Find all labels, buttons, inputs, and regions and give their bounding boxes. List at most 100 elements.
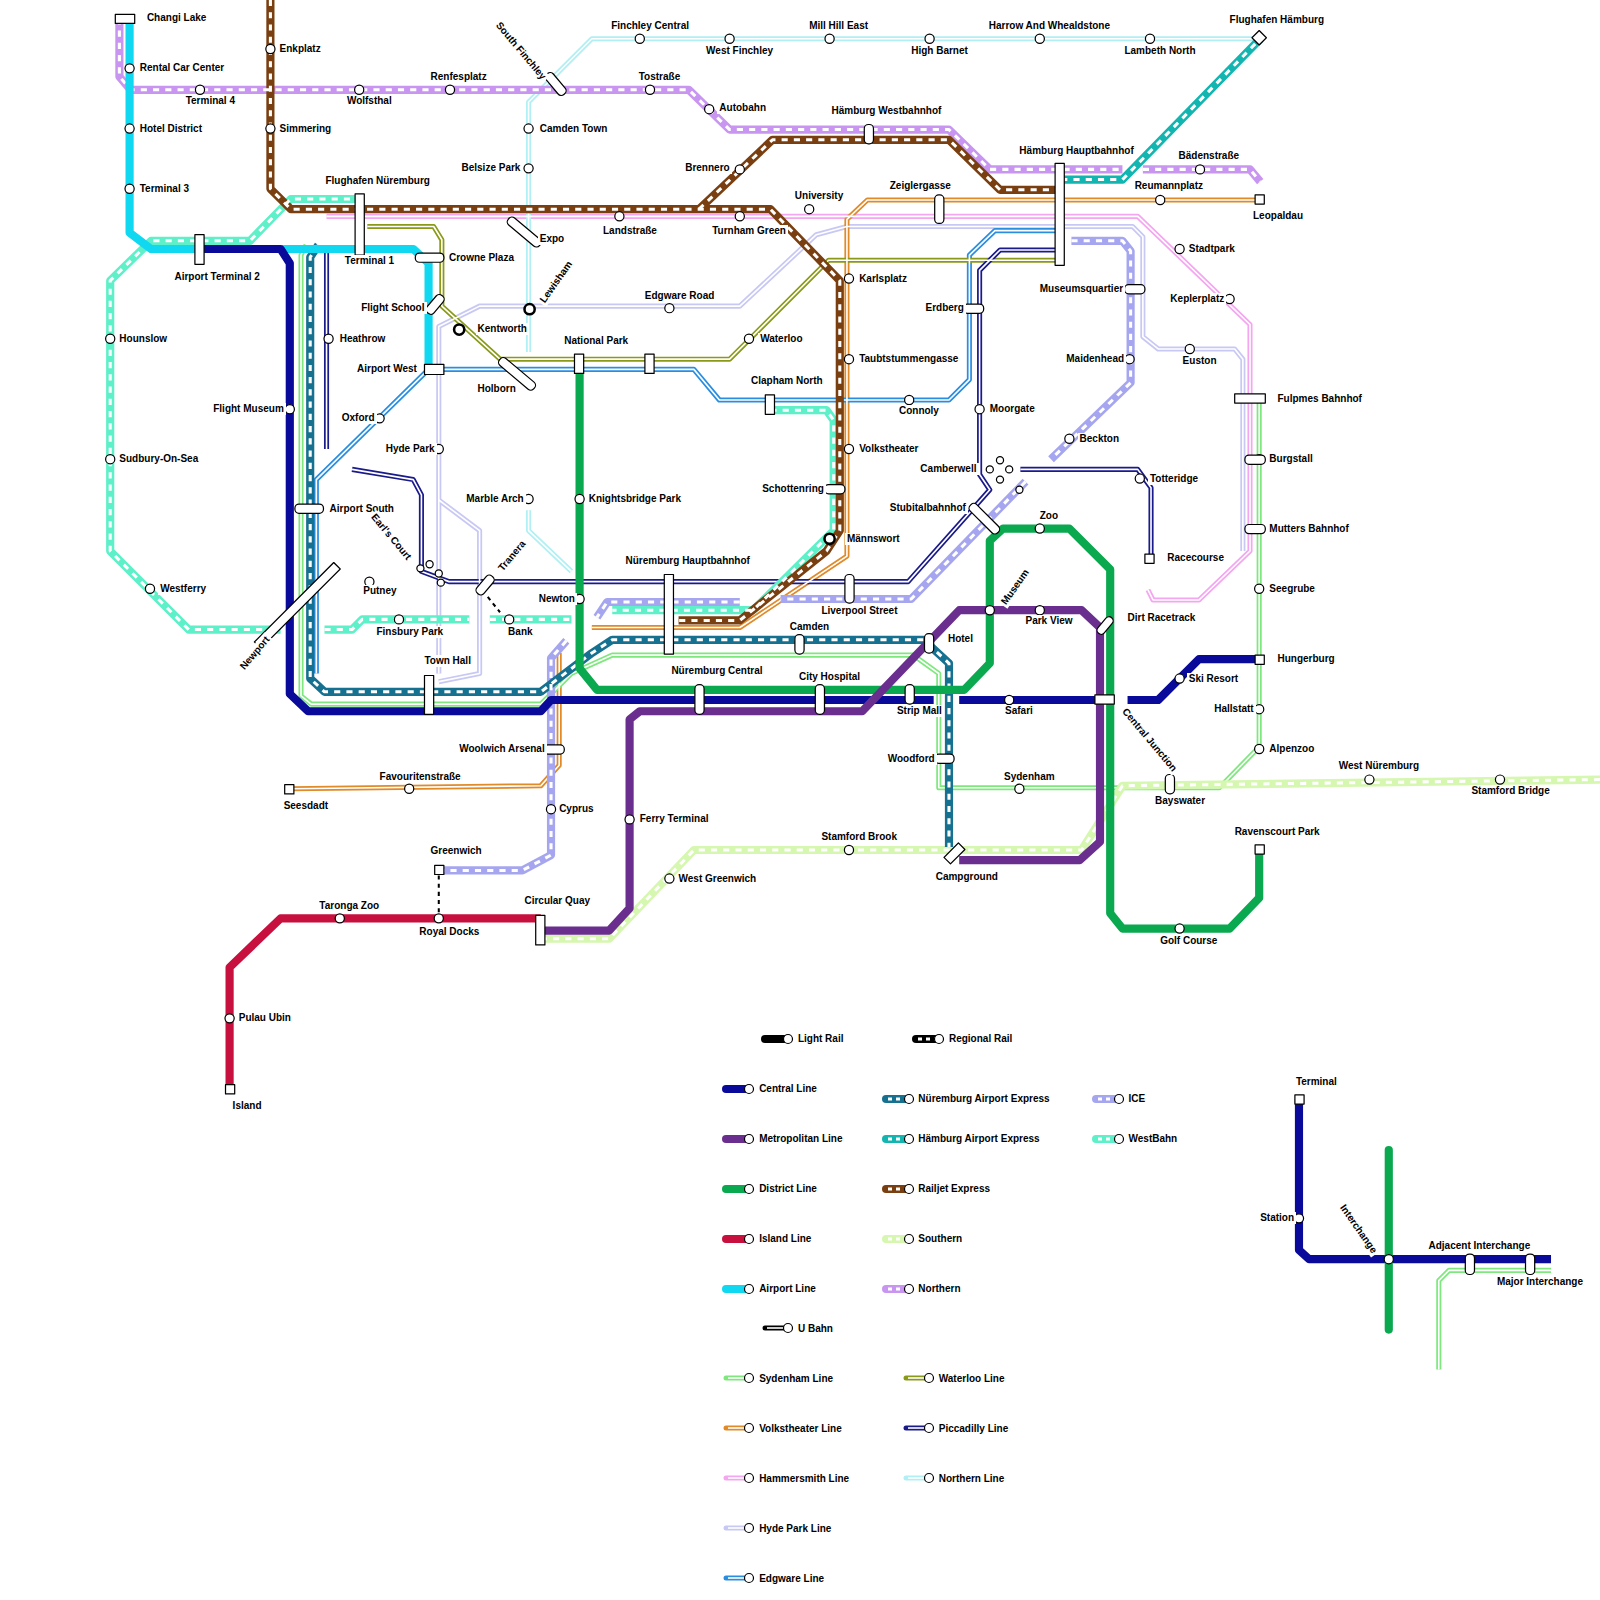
station-name: Airport West bbox=[355, 363, 419, 375]
double-line-core bbox=[352, 250, 1056, 582]
station-name: Alpenzoo bbox=[1267, 743, 1316, 755]
station-name: Knightsbridge Park bbox=[587, 493, 683, 505]
station-name: Männswort bbox=[845, 533, 902, 545]
station-name: Renfesplatz bbox=[429, 71, 489, 83]
swatch-core bbox=[918, 1037, 936, 1040]
metropolitan-line bbox=[541, 610, 1100, 930]
swatch-station bbox=[745, 1184, 754, 1193]
dash-overlay bbox=[1061, 39, 1260, 180]
station-name: Pulau Ubin bbox=[237, 1012, 293, 1024]
station-name: Heathrow bbox=[338, 333, 388, 345]
legend-label: Volkstheater Line bbox=[757, 1423, 844, 1435]
station-name: Hämburg Hauptbahnhof bbox=[1017, 145, 1135, 157]
swatch-station bbox=[784, 1324, 793, 1333]
station-name: Stadtpark bbox=[1187, 243, 1237, 255]
legend-label: Sydenham Line bbox=[757, 1373, 835, 1385]
station-name: Museumsquartier bbox=[1038, 283, 1125, 295]
station-name: Camden Town bbox=[538, 123, 610, 135]
legend-label: Waterloo Line bbox=[937, 1373, 1007, 1385]
station-name: Hotel bbox=[946, 633, 975, 645]
station-name: Terminal 4 bbox=[184, 95, 237, 107]
station-name: Finsbury Park bbox=[374, 626, 445, 638]
swatch-station bbox=[745, 1574, 754, 1583]
station-name: Major Interchange bbox=[1495, 1276, 1585, 1288]
swatch-station bbox=[745, 1374, 754, 1383]
legend-label: Island Line bbox=[757, 1233, 813, 1245]
station-name: Mill Hill East bbox=[807, 20, 870, 32]
station-name: Woodford bbox=[886, 753, 937, 765]
swatch-station bbox=[925, 1474, 934, 1483]
piccadilly-line bbox=[324, 245, 329, 449]
swatch-station bbox=[925, 1424, 934, 1433]
station-name: Maidenhead bbox=[1064, 353, 1126, 365]
swatch-core bbox=[908, 1478, 926, 1480]
station-name: Mutters Bahnhof bbox=[1267, 523, 1350, 535]
station-name: Leopaldau bbox=[1251, 210, 1305, 222]
station-name: Bädenstraße bbox=[1177, 150, 1242, 162]
swatch-station bbox=[745, 1084, 754, 1093]
station-name: Belsize Park bbox=[460, 162, 523, 174]
station-name: Keplerplatz bbox=[1168, 293, 1226, 305]
swatch-station bbox=[925, 1374, 934, 1383]
legend-swatch bbox=[882, 1181, 916, 1197]
station-name: Taronga Zoo bbox=[317, 900, 381, 912]
railjet-express bbox=[270, 0, 839, 620]
station-name: Adjacent Interchange bbox=[1427, 1240, 1533, 1252]
station-name: Zoo bbox=[1038, 510, 1060, 522]
legend-label: Northern Line bbox=[937, 1473, 1007, 1485]
swatch-core bbox=[888, 1237, 906, 1240]
swatch-core bbox=[888, 1137, 906, 1140]
station-name: Strip Mall bbox=[895, 705, 944, 717]
dash-overlay bbox=[490, 618, 572, 621]
swatch-core bbox=[888, 1097, 906, 1100]
station-name: Bank bbox=[506, 626, 534, 638]
legend-swatch bbox=[722, 1370, 756, 1386]
station-name: Nüremburg Central bbox=[669, 665, 764, 677]
station-name: Favouritenstraße bbox=[378, 771, 463, 783]
westbahn-line bbox=[612, 410, 833, 610]
swatch-station bbox=[745, 1474, 754, 1483]
legend-label: Nüremburg Airport Express bbox=[916, 1093, 1051, 1105]
legend-label: ICE bbox=[1127, 1093, 1148, 1105]
station-name: Station bbox=[1258, 1212, 1296, 1224]
station-name: Terminal bbox=[1294, 1076, 1339, 1088]
station-name: Flight School bbox=[359, 302, 426, 314]
station-name: Enkplatz bbox=[278, 43, 323, 55]
legend-label: Central Line bbox=[757, 1083, 819, 1095]
station-name: Karlsplatz bbox=[857, 273, 909, 285]
ice-line bbox=[1051, 241, 1131, 459]
station-name: Flughafen Hämburg bbox=[1228, 14, 1326, 26]
station-name: Golf Course bbox=[1158, 935, 1219, 947]
double-line-core bbox=[291, 39, 1260, 789]
station-name: Town Hall bbox=[422, 655, 472, 667]
station-name: South Finchley bbox=[491, 18, 549, 84]
swatch-core bbox=[908, 1378, 926, 1380]
station-name: Airport South bbox=[328, 503, 396, 515]
legend-swatch bbox=[902, 1370, 936, 1386]
swatch-station bbox=[1114, 1134, 1123, 1143]
legend-label: Railjet Express bbox=[916, 1183, 992, 1195]
legend-swatch bbox=[882, 1091, 916, 1107]
double-line-core bbox=[367, 227, 1056, 360]
walk-link bbox=[488, 597, 500, 612]
station-name: Racecourse bbox=[1165, 552, 1226, 564]
station-name: Taubtstummengasse bbox=[857, 353, 960, 365]
station-name: Connoly bbox=[897, 405, 941, 417]
legend-label: Hyde Park Line bbox=[757, 1523, 833, 1535]
swatch-station bbox=[745, 1424, 754, 1433]
swatch-core bbox=[728, 1578, 746, 1580]
station-name: Sudbury-On-Sea bbox=[117, 453, 200, 465]
legend-swatch bbox=[761, 1031, 795, 1047]
dash-overlay bbox=[270, 0, 839, 620]
station-name: Stamford Bridge bbox=[1469, 785, 1551, 797]
station-name: Newport bbox=[236, 632, 273, 673]
station-name: University bbox=[793, 190, 845, 202]
station-name: Simmering bbox=[278, 123, 334, 135]
station-name: Tranera bbox=[495, 537, 530, 575]
station-name: Island bbox=[231, 1100, 264, 1112]
legend-label: Light Rail bbox=[796, 1033, 846, 1045]
double-line-core bbox=[326, 245, 328, 449]
double-line-core bbox=[592, 200, 1260, 628]
station-name: Hounslow bbox=[117, 333, 169, 345]
station-name: Edgware Road bbox=[643, 290, 716, 302]
